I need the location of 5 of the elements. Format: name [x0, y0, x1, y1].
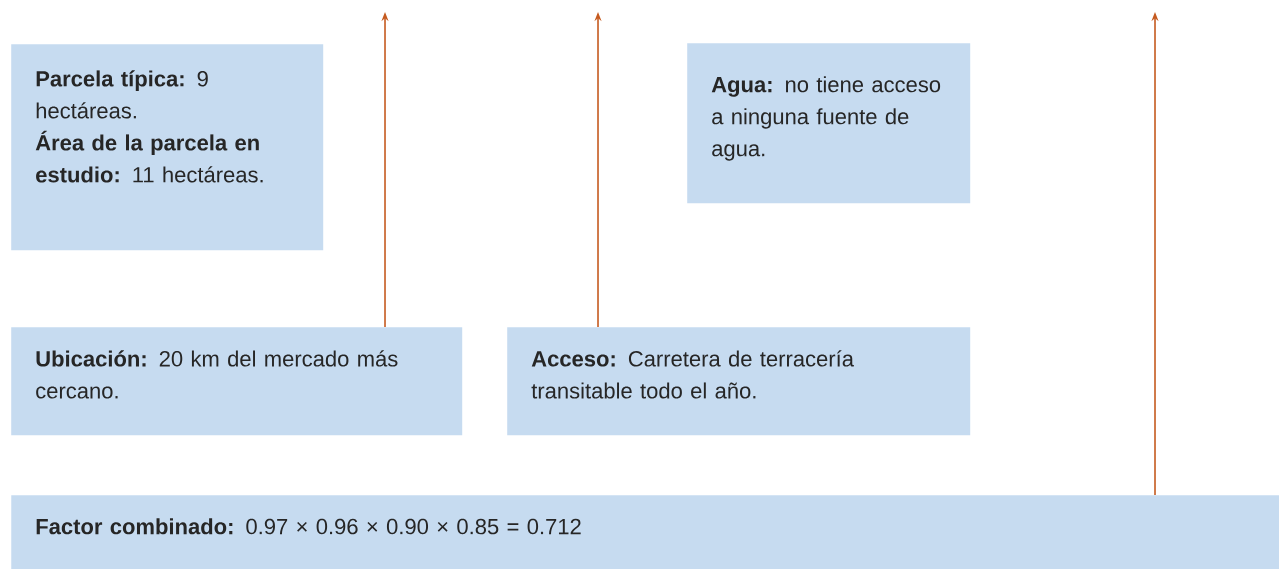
- info-box: Agua: no tiene acceso a ninguna fuente de agua.: [687, 43, 971, 204]
- info-box: Parcela típica: 9 hectáreas. Área de la parcela en estudio: 11 hectáreas.: [11, 44, 324, 251]
- info-box: Ubicación: 20 km del mercado más cercano.: [11, 327, 463, 436]
- info-box: Acceso: Carretera de terracería transitable todo el año.: [507, 327, 971, 436]
- info-box: Factor combinado: 0.97 × 0.96 × 0.90 × 0.85 = 0.712: [11, 495, 1279, 569]
